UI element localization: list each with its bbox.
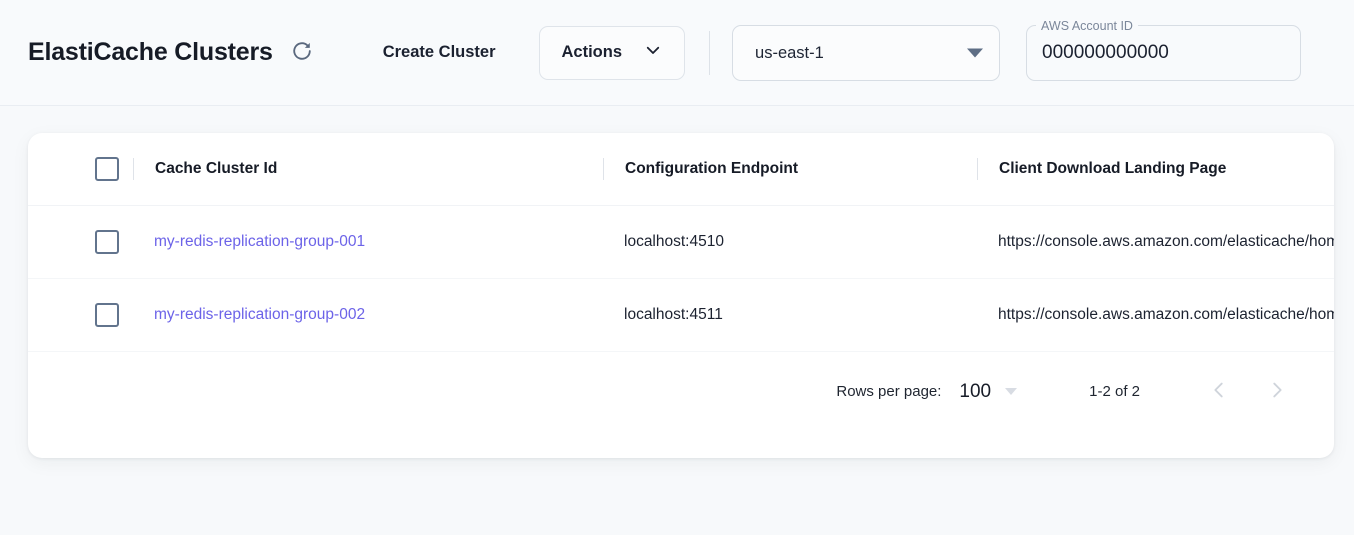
column-separator — [133, 158, 134, 180]
row-checkbox[interactable] — [95, 303, 119, 327]
select-all-header — [28, 133, 133, 206]
cell-endpoint: localhost:4510 — [603, 205, 977, 279]
cluster-id-link[interactable]: my-redis-replication-group-002 — [154, 306, 366, 323]
column-header-endpoint[interactable]: Configuration Endpoint — [603, 133, 977, 206]
refresh-button[interactable] — [287, 38, 317, 68]
table-header-row: Cache Cluster Id Configuration Endpoint … — [28, 133, 1334, 206]
column-header-cluster-id[interactable]: Cache Cluster Id — [133, 133, 603, 206]
table-row[interactable]: my-redis-replication-group-002 localhost… — [28, 278, 1334, 352]
table-header: Cache Cluster Id Configuration Endpoint … — [28, 133, 1334, 206]
region-select[interactable]: us-east-1 — [732, 24, 1001, 81]
actions-label: Actions — [561, 43, 623, 61]
column-separator — [603, 158, 604, 180]
rows-per-page-label: Rows per page: — [836, 383, 942, 400]
landing-page-text: https://console.aws.amazon.com/elasticac… — [998, 233, 1334, 250]
create-cluster-button[interactable]: Create Cluster — [373, 35, 506, 70]
table-row[interactable]: my-redis-replication-group-001 localhost… — [28, 205, 1334, 279]
title-group: ElastiCache Clusters — [28, 38, 317, 68]
cell-endpoint: localhost:4511 — [603, 278, 977, 352]
cell-cluster-id: my-redis-replication-group-001 — [133, 205, 603, 279]
row-select-cell — [28, 205, 133, 279]
row-checkbox[interactable] — [95, 230, 119, 254]
chevron-down-icon — [1005, 388, 1018, 395]
table-pagination: Rows per page: 100 1-2 of 2 — [28, 352, 1334, 431]
select-all-checkbox[interactable] — [95, 157, 119, 181]
column-header-landing-page[interactable]: Client Download Landing Page — [977, 133, 1334, 206]
aws-account-id-field[interactable]: AWS Account ID — [1026, 19, 1302, 81]
endpoint-text: localhost:4510 — [624, 233, 724, 250]
actions-button[interactable]: Actions — [538, 25, 686, 80]
app-header: ElastiCache Clusters Create Cluster Acti… — [0, 0, 1354, 106]
cell-landing-page: https://console.aws.amazon.com/elasticac… — [977, 205, 1334, 279]
next-page-button[interactable] — [1256, 371, 1298, 413]
chevron-down-icon — [644, 41, 662, 64]
page-title: ElastiCache Clusters — [28, 38, 273, 66]
endpoint-text: localhost:4511 — [624, 306, 723, 323]
cluster-id-link[interactable]: my-redis-replication-group-001 — [154, 233, 366, 250]
clusters-card: Cache Cluster Id Configuration Endpoint … — [28, 133, 1334, 458]
column-separator — [977, 158, 978, 180]
table-body: my-redis-replication-group-001 localhost… — [28, 205, 1334, 352]
cell-landing-page: https://console.aws.amazon.com/elasticac… — [977, 278, 1334, 352]
previous-page-button[interactable] — [1198, 371, 1240, 413]
toolbar-divider — [709, 30, 711, 75]
region-select-input[interactable]: us-east-1 — [732, 24, 1001, 81]
rows-per-page-select[interactable]: 100 — [959, 380, 1018, 403]
cell-cluster-id: my-redis-replication-group-002 — [133, 278, 603, 352]
refresh-icon — [291, 40, 313, 65]
aws-account-id-input[interactable] — [1026, 24, 1302, 81]
chevron-left-icon — [1208, 379, 1230, 404]
column-header-label: Configuration Endpoint — [625, 160, 799, 177]
pagination-range: 1-2 of 2 — [1089, 383, 1140, 400]
rows-per-page-value: 100 — [959, 380, 992, 402]
landing-page-text: https://console.aws.amazon.com/elasticac… — [998, 306, 1334, 323]
row-select-cell — [28, 278, 133, 352]
column-header-label: Cache Cluster Id — [155, 160, 278, 177]
chevron-right-icon — [1266, 379, 1288, 404]
column-header-label: Client Download Landing Page — [999, 160, 1227, 177]
clusters-table: Cache Cluster Id Configuration Endpoint … — [28, 133, 1334, 352]
